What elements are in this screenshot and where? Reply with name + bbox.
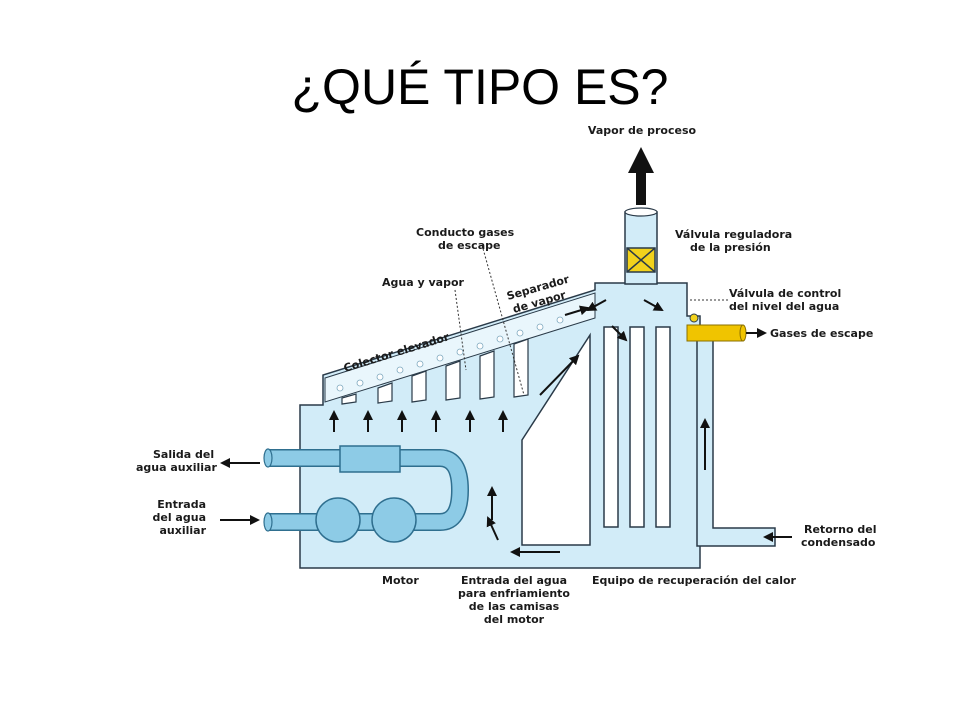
label-entrada-agua-1: Entrada del agua bbox=[461, 574, 567, 587]
label-entrada-agua-4: del motor bbox=[484, 613, 545, 626]
label-valvula-nivel-2: del nivel del agua bbox=[729, 300, 839, 313]
heat-exchanger bbox=[339, 445, 401, 473]
label-retorno-2: condensado bbox=[801, 536, 876, 549]
riser-tubes bbox=[341, 338, 529, 405]
label-entrada-agua-2: para enfriamiento bbox=[458, 587, 570, 600]
label-agua-vapor: Agua y vapor bbox=[382, 276, 464, 289]
process-steam-arrow bbox=[628, 147, 654, 205]
condensate-pipe bbox=[696, 329, 776, 547]
label-valvula-presion-1: Válvula reguladora bbox=[675, 228, 792, 241]
label-retorno-1: Retorno del bbox=[804, 523, 877, 536]
label-entrada-aux-1: Entrada bbox=[157, 498, 206, 511]
label-equipo: Equipo de recuperación del calor bbox=[592, 574, 797, 587]
heat-recovery-tubes bbox=[603, 326, 671, 528]
label-entrada-agua-3: de las camisas bbox=[469, 600, 560, 613]
label-conducto-1: Conducto gases bbox=[416, 226, 515, 239]
exhaust-duct bbox=[521, 332, 591, 546]
leader-lines bbox=[454, 244, 728, 396]
label-conducto-2: de escape bbox=[438, 239, 500, 252]
exhaust-outlet bbox=[686, 324, 744, 342]
label-valvula-presion-2: de la presión bbox=[690, 241, 771, 254]
collector-riser bbox=[324, 292, 596, 403]
collector-bubbles bbox=[336, 316, 564, 392]
engine-cylinder-2 bbox=[371, 497, 417, 543]
label-vapor-proceso: Vapor de proceso bbox=[588, 124, 697, 137]
label-entrada-aux-2: del agua bbox=[153, 511, 207, 524]
label-salida-1: Salida del bbox=[153, 448, 214, 461]
label-gases-escape: Gases de escape bbox=[770, 327, 873, 340]
engine-circuit bbox=[263, 445, 470, 543]
engine-cylinder-1 bbox=[315, 497, 361, 543]
label-entrada-aux-3: auxiliar bbox=[159, 524, 206, 537]
label-salida-2: agua auxiliar bbox=[136, 461, 217, 474]
slide-title: ¿QUÉ TIPO ES? bbox=[291, 59, 669, 115]
label-motor: Motor bbox=[382, 574, 419, 587]
level-valve bbox=[689, 313, 699, 323]
label-valvula-nivel-1: Válvula de control bbox=[729, 287, 841, 300]
flow-arrows bbox=[220, 299, 792, 557]
